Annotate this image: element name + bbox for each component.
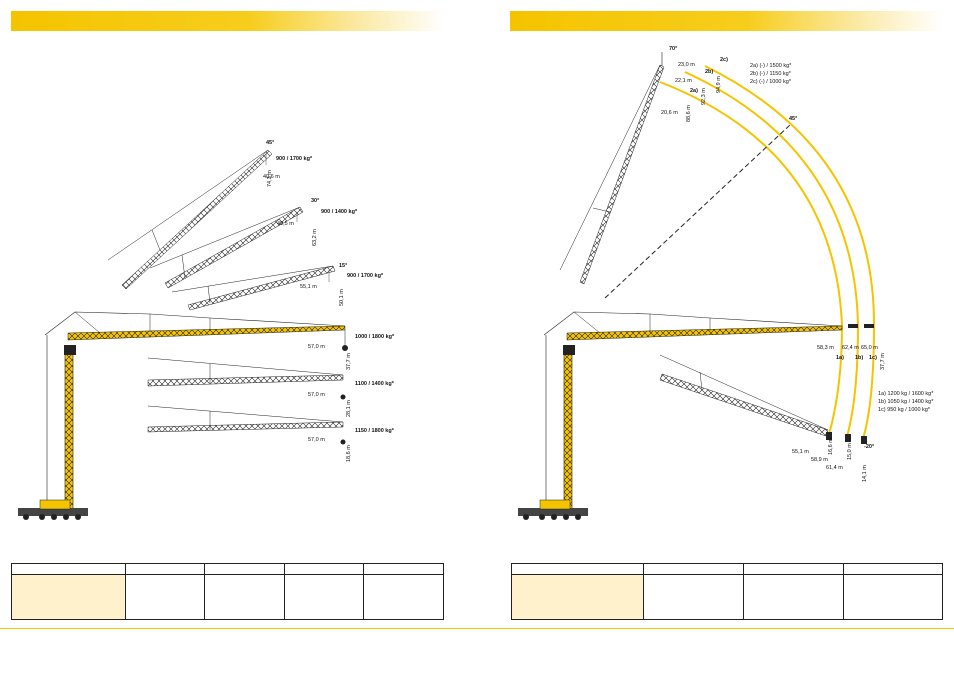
tag-1a: 1a) (836, 355, 844, 361)
tag-2a: 2a) (690, 88, 698, 94)
table-cell (204, 574, 285, 620)
legend-1b: 1b) 1050 kg / 1400 kg* (878, 399, 934, 405)
load-label: 1000 / 1800 kg* (355, 334, 395, 340)
height-label: 50,1 m (339, 289, 345, 306)
left-config-45: 45° 900 / 1700 kg* 40,6 m 74,3 m (263, 140, 313, 187)
tag-2b: 2b) (705, 69, 713, 75)
height-low-b: 15,0 m (847, 443, 853, 460)
tag-1b: 1b) (855, 355, 863, 361)
table-left (11, 563, 444, 620)
load-label: 900 / 1700 kg* (347, 273, 384, 279)
right-crane (518, 52, 876, 520)
angle-label: 15° (339, 263, 347, 269)
height-low-a: 16,6 m (828, 438, 834, 455)
right-horizontal-labels: 58,3 m 62,4 m 65,0 m 1a) 1b) 1c) 37,7 m … (817, 345, 934, 413)
table-cell (124, 563, 206, 575)
table-cell (363, 574, 444, 620)
table-cell (283, 563, 365, 575)
right-top-labels: 70° 2c) 2b) 2a) 23,0 m 22,1 m 20,6 m 94,… (661, 46, 797, 122)
height-2b: 92,3 m (701, 88, 707, 105)
height-label: 63,2 m (312, 229, 318, 246)
tag-2c: 2c) (720, 57, 728, 63)
height-label: 18,6 m (346, 445, 352, 462)
height-horizontal: 37,7 m (880, 353, 886, 370)
radius-2a: 20,6 m (661, 110, 678, 116)
load-label: 900 / 1400 kg* (321, 209, 358, 215)
radius-label: 40,6 m (263, 174, 280, 180)
table-cell (283, 574, 365, 620)
left-crane (18, 149, 348, 520)
table-cell (510, 574, 645, 620)
legend-2c: 2c) (-) / 1000 kg* (750, 79, 792, 85)
load-label: 900 / 1700 kg* (276, 156, 313, 162)
table-header-row (510, 563, 944, 575)
legend-1a: 1a) 1200 kg / 1600 kg* (878, 391, 934, 397)
table-header-row (11, 563, 444, 575)
legend-1c: 1c) 950 kg / 1000 kg* (878, 407, 931, 413)
load-label: 1150 / 1800 kg* (355, 428, 395, 434)
radius-low-b: 58,9 m (811, 457, 828, 463)
left-config-15: 15° 900 / 1700 kg* 55,1 m 50,1 m (300, 263, 384, 306)
height-2a: 88,6 m (686, 105, 692, 122)
right-low-labels: -20° 55,1 m 58,9 m 61,4 m 16,6 m 15,0 m … (792, 438, 874, 482)
table-cell (742, 563, 844, 575)
table-cell (842, 563, 944, 575)
load-label: 1100 / 1400 kg* (355, 381, 395, 387)
table-cell (124, 574, 206, 620)
radius-label: 57,0 m (308, 437, 325, 443)
left-config-horizontal: 1000 / 1800 kg* 57,0 m 37,7 m (308, 334, 395, 370)
legend-2a: 2a) (-) / 1500 kg* (750, 63, 792, 69)
angle-minus20-label: -20° (864, 444, 874, 450)
table-cell (11, 563, 126, 575)
angle-label: 30° (311, 198, 319, 204)
radius-label: 55,1 m (300, 284, 317, 290)
radius-2c: 23,0 m (678, 62, 695, 68)
table-cell (742, 574, 844, 620)
table-cell (204, 563, 285, 575)
table-cell (643, 563, 744, 575)
height-low-c: 14,1 m (862, 465, 868, 482)
radius-label: 57,0 m (308, 392, 325, 398)
radius-1b: 62,4 m (842, 345, 859, 351)
table-cell (363, 563, 444, 575)
radius-label: 49,5 m (277, 221, 294, 227)
table-cell (842, 574, 944, 620)
tag-1c: 1c) (869, 355, 877, 361)
header-bar-right (510, 11, 942, 31)
radius-1a: 58,3 m (817, 345, 834, 351)
left-config-lower-2: 1150 / 1800 kg* 57,0 m 18,6 m (308, 428, 395, 462)
radius-1c: 65,0 m (861, 345, 878, 351)
angle-45-label: 45° (789, 116, 797, 122)
table-cell (643, 574, 744, 620)
table-right (510, 563, 944, 620)
table-row (11, 574, 444, 620)
header-bar-left (11, 11, 444, 31)
left-config-30: 30° 900 / 1400 kg* 49,5 m 63,2 m (277, 198, 358, 246)
height-2c: 94,9 m (716, 76, 722, 93)
height-label: 28,1 m (346, 400, 352, 417)
footer-rule (0, 628, 954, 629)
angle-label: 45° (266, 140, 274, 146)
radius-2b: 22,1 m (675, 78, 692, 84)
height-label: 74,3 m (267, 170, 273, 187)
angle-70-label: 70° (669, 46, 677, 52)
table-row (510, 574, 944, 620)
radius-low-c: 61,4 m (826, 465, 843, 471)
height-label: 37,7 m (346, 353, 352, 370)
radius-label: 57,0 m (308, 344, 325, 350)
table-cell (510, 563, 645, 575)
left-config-lower-1: 1100 / 1400 kg* 57,0 m 28,1 m (308, 381, 395, 417)
table-cell (11, 574, 126, 620)
legend-2b: 2b) (-) / 1150 kg* (750, 71, 792, 77)
radius-low-a: 55,1 m (792, 449, 809, 455)
